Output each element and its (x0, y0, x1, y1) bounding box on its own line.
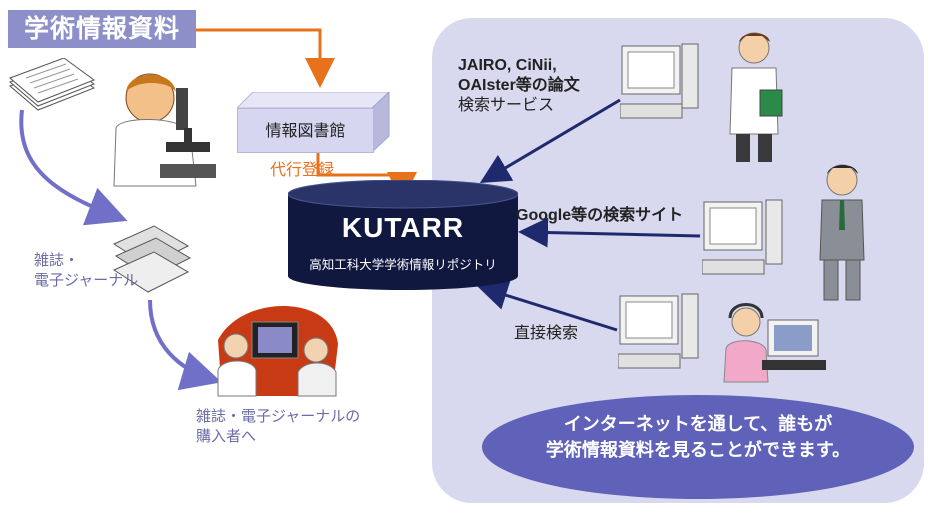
message-ellipse (482, 395, 914, 499)
academic-materials-badge: 学術情報資料 (8, 10, 196, 48)
computer-terminal-3 (618, 293, 699, 369)
arrow-from-search-sites (518, 217, 701, 248)
researcher-microscope-illustration (113, 73, 216, 187)
businessman-illustration (819, 164, 865, 301)
search-sites-label: Google等の検索サイト (516, 207, 684, 224)
paper-documents-illustration (9, 58, 96, 111)
computer-terminal-1 (620, 43, 699, 119)
researcher-illustration (729, 32, 783, 162)
direct-access-label: 直接検索 (514, 323, 579, 342)
paper-search-services-label: JAIRO, CiNii, OAIster等の論文 検索サービス (458, 57, 580, 114)
proxy-registration-label: 代行登録 (270, 160, 335, 179)
library-box-top (237, 92, 389, 108)
arrow-from-direct-access (477, 280, 618, 332)
journals-illustration (112, 225, 192, 293)
arrow-from-paper-search (479, 98, 621, 184)
library-box-side (372, 92, 390, 152)
computer-terminal-2 (702, 199, 783, 275)
kutarr-repository-cylinder (288, 180, 518, 290)
purchasers-label: 雑誌・電子ジャーナルの 購入者へ (196, 407, 361, 445)
arrow-to-purchasers (148, 299, 222, 391)
open-access-message: インターネットを通して、誰もが 学術情報資料を見ることができます。 (545, 414, 851, 461)
headset-operator-illustration (723, 303, 826, 383)
information-library-box: 情報図書館 (237, 108, 374, 153)
arrow-to-journals (19, 109, 128, 226)
arrow-to-library (196, 28, 335, 88)
journals-label: 雑誌・ 電子ジャーナル (34, 251, 139, 289)
purchasers-illustration (217, 305, 338, 397)
kutarr-subtitle: 高知工科大学学術情報リポジトリ (309, 257, 497, 272)
kutarr-title: KUTARR (341, 212, 465, 243)
